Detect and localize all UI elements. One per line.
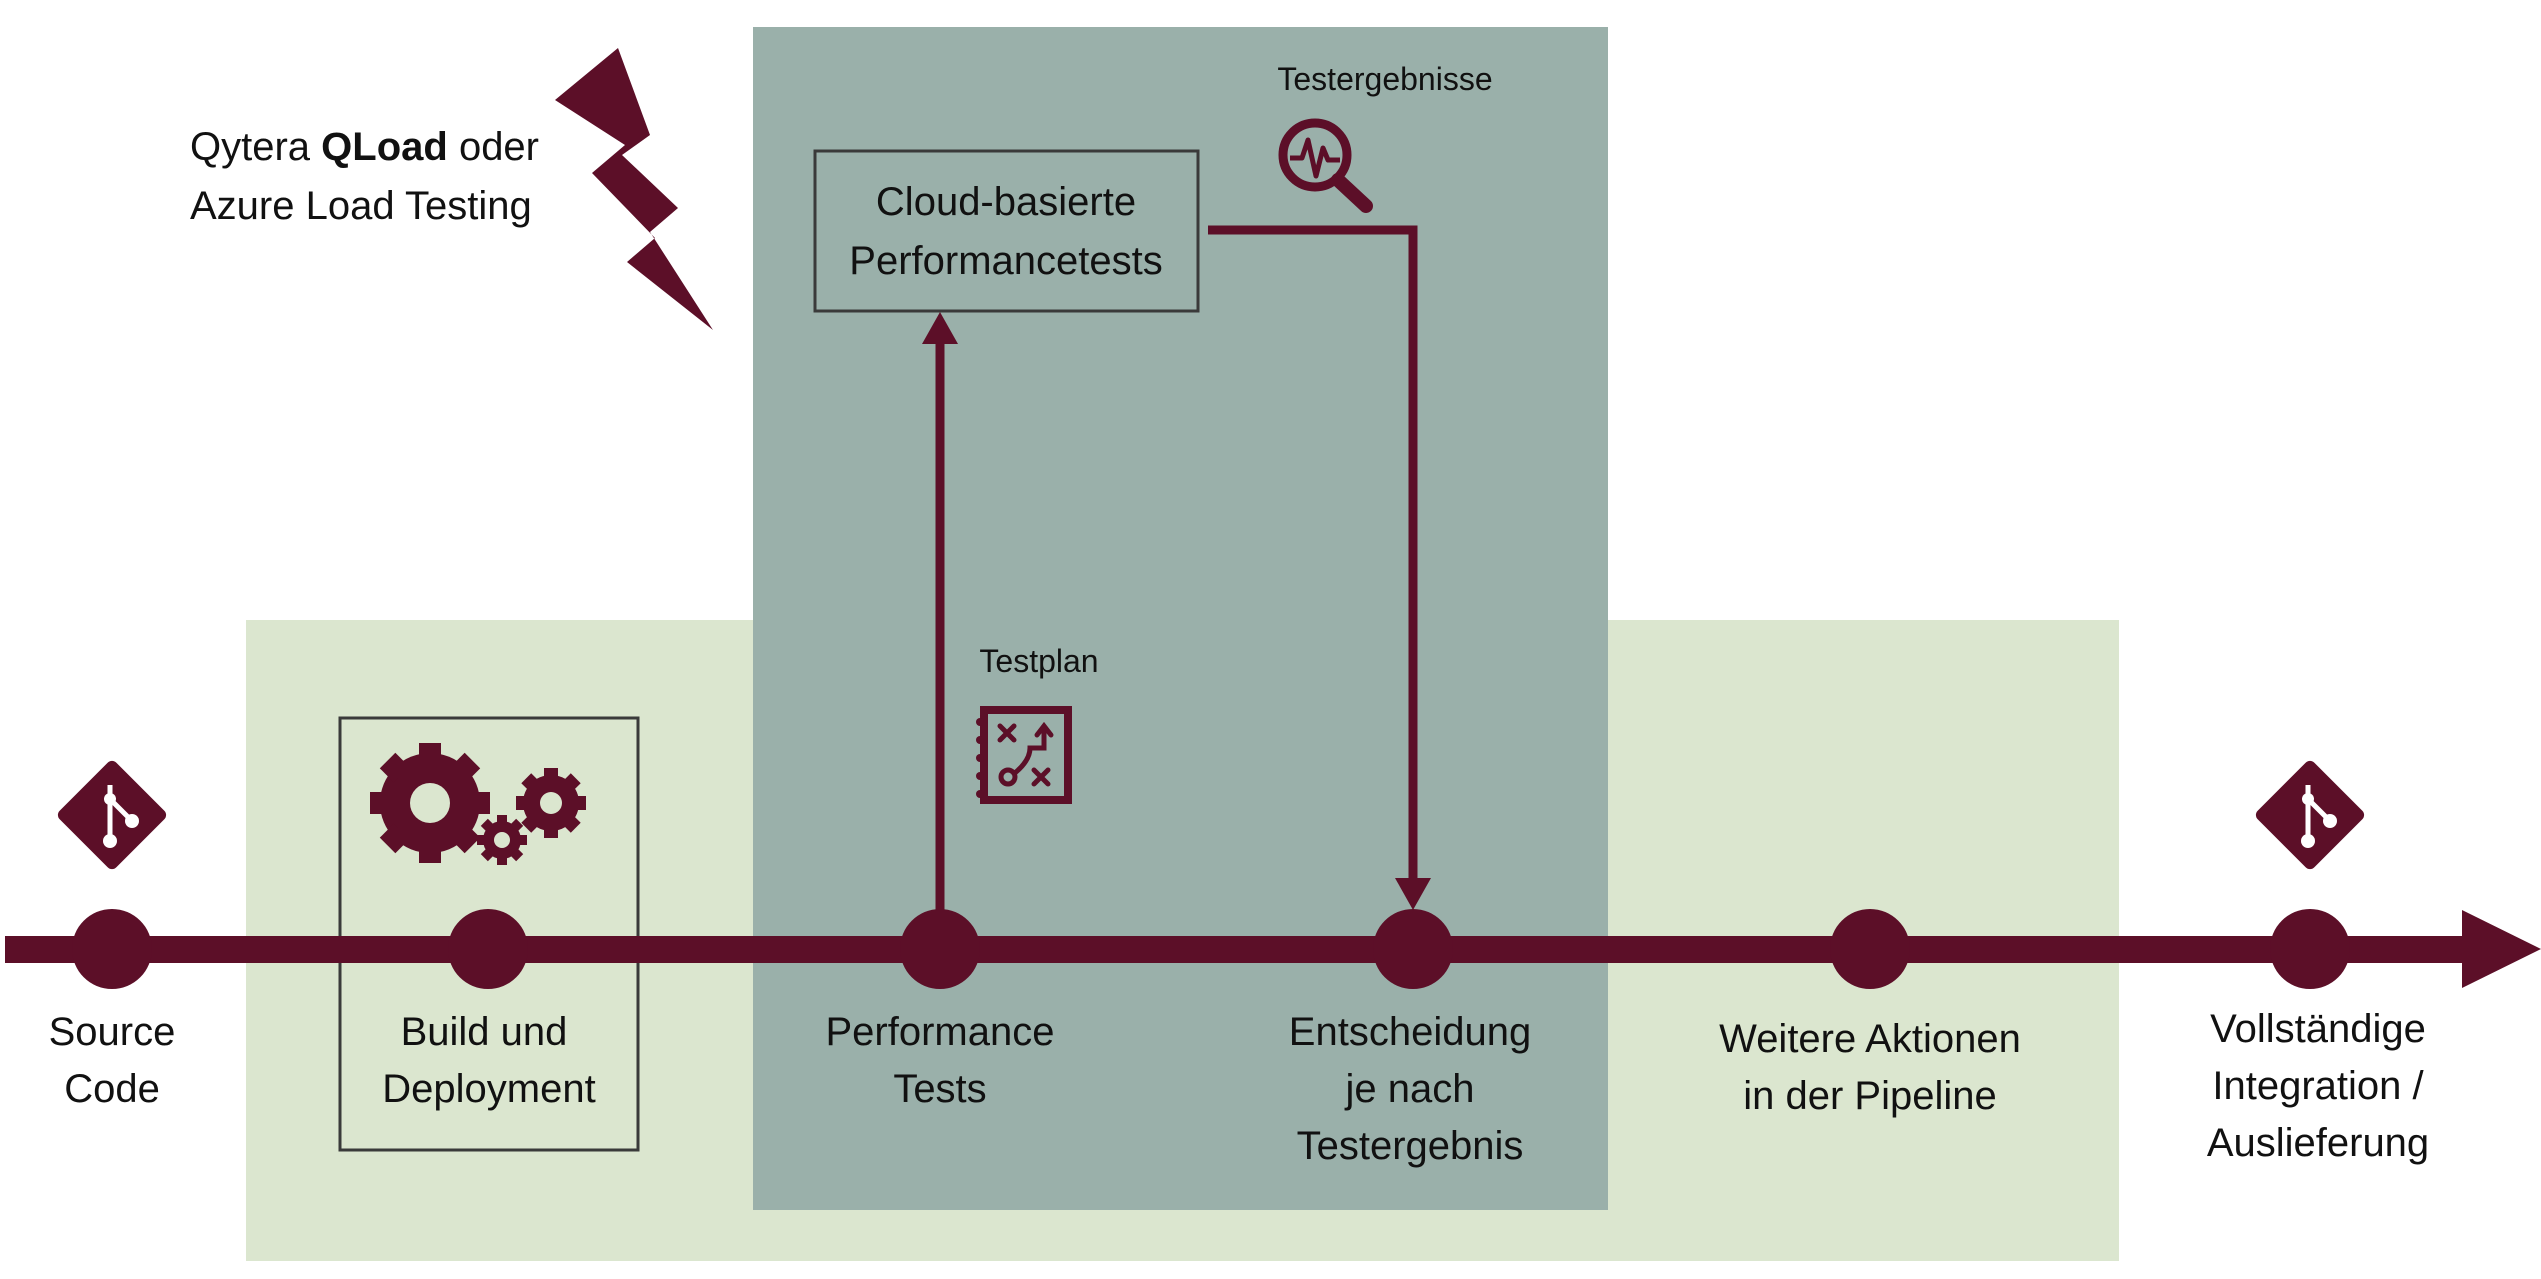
stage-build-line2: Deployment bbox=[382, 1067, 595, 1111]
stage-source-line1: Source bbox=[49, 1010, 176, 1054]
cloud-performance-box bbox=[813, 149, 1200, 313]
node-build-deployment bbox=[448, 909, 528, 989]
stage-decision-line2: je nach bbox=[1345, 1067, 1475, 1111]
performance-test-zone bbox=[753, 27, 1608, 1210]
arrow-right-icon bbox=[2462, 910, 2541, 988]
tool-note-line2: Azure Load Testing bbox=[190, 184, 532, 228]
pipeline-nodes bbox=[72, 909, 2350, 989]
stage-perf-line1: Performance bbox=[826, 1010, 1055, 1054]
tool-note-line1: Qytera QLoad oder bbox=[190, 125, 539, 169]
stage-further-line1: Weitere Aktionen bbox=[1719, 1017, 2021, 1061]
git-icon-source bbox=[57, 760, 167, 870]
magnifier-waveform-icon bbox=[1278, 118, 1373, 213]
pipeline-line bbox=[5, 936, 2470, 963]
results-arrow-line bbox=[1208, 225, 1418, 880]
strategy-plan-icon bbox=[976, 706, 1072, 804]
testergebnisse-label: Testergebnisse bbox=[1277, 61, 1492, 97]
stage-delivery-line3: Auslieferung bbox=[2207, 1121, 2429, 1165]
stage-source-line2: Code bbox=[64, 1067, 160, 1111]
cloud-box-line1: Cloud-basierte bbox=[876, 180, 1136, 224]
node-source-code bbox=[72, 909, 152, 989]
stage-decision-line1: Entscheidung bbox=[1289, 1010, 1531, 1054]
stage-delivery-line2: Integration / bbox=[2212, 1064, 2424, 1108]
build-deployment-box bbox=[338, 716, 640, 1152]
cloud-box-line2: Performancetests bbox=[849, 239, 1162, 283]
lightning-icon bbox=[555, 48, 713, 330]
node-delivery bbox=[2270, 909, 2350, 989]
arrow-up-head bbox=[922, 312, 958, 344]
results-arrow-head bbox=[1395, 878, 1431, 910]
stage-decision-line3: Testergebnis bbox=[1297, 1124, 1524, 1168]
stage-build-line1: Build und bbox=[401, 1010, 568, 1054]
stage-further-line2: in der Pipeline bbox=[1743, 1074, 1997, 1118]
gears-icon bbox=[370, 743, 586, 865]
stage-labels: Source Code Build und Deployment Perform… bbox=[49, 1007, 2430, 1168]
stage-delivery-line1: Vollständige bbox=[2210, 1007, 2426, 1051]
node-performance-tests bbox=[900, 909, 980, 989]
testplan-label: Testplan bbox=[979, 643, 1098, 679]
node-further-actions bbox=[1830, 909, 1910, 989]
stage-perf-line2: Tests bbox=[893, 1067, 986, 1111]
node-decision bbox=[1373, 909, 1453, 989]
git-icon-delivery bbox=[2255, 760, 2365, 870]
